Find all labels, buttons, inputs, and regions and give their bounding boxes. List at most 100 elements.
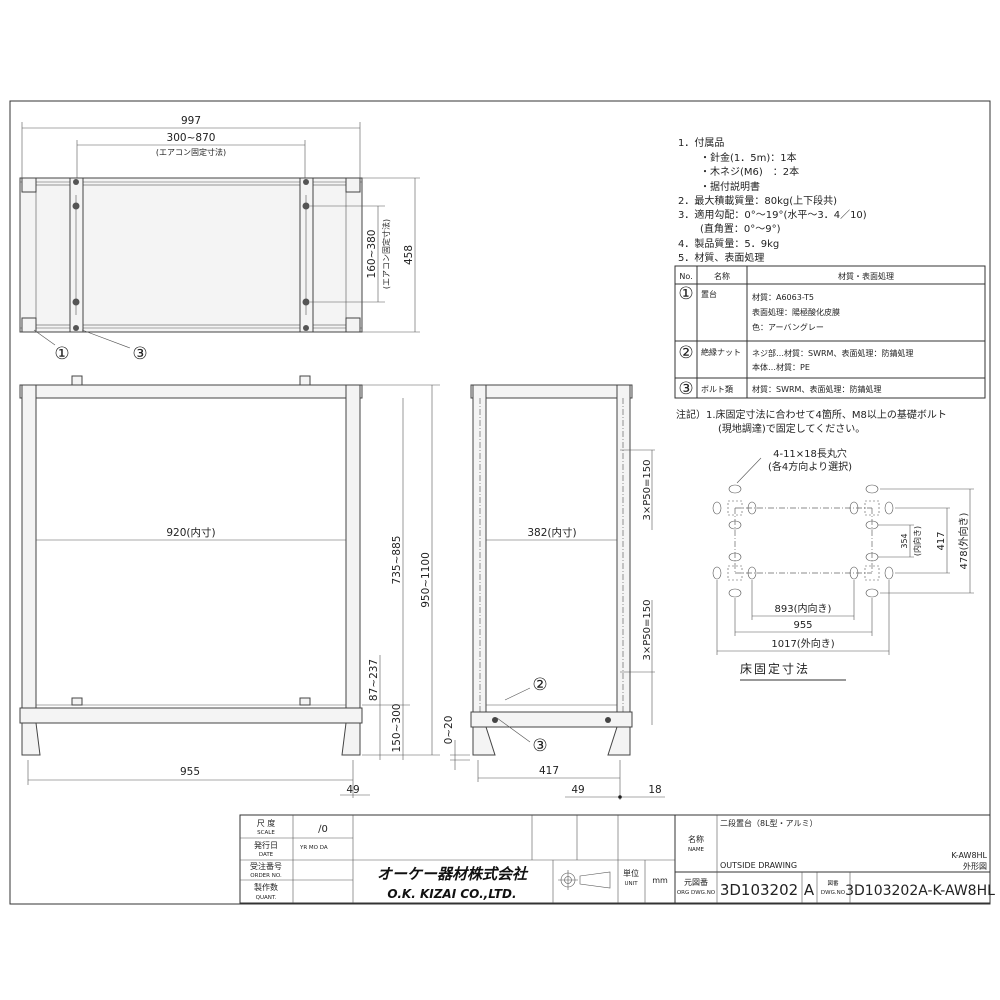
materials-table: No. 名称 材質・表面処理 ① 置台 材質：A6063-T5 表面処理：陽極酸…: [674, 265, 986, 399]
table-row: ① 置台 材質：A6063-T5 表面処理：陽極酸化皮膜 色：アーバングレー: [678, 284, 840, 332]
dim-955: 955: [180, 766, 200, 778]
dim-note: (エアコン固定寸法): [156, 147, 226, 157]
floor-plan: 4-11×18長丸穴 (各4方向より選択) 893(内向き) 955 1017(…: [712, 447, 974, 681]
dim-note: (エアコン固定寸法): [381, 219, 391, 289]
date-label-en: DATE: [259, 852, 274, 858]
title-block: 尺 度 SCALE ∕0 発行日 DATE YR MO DA 受注番号 ORDE…: [239, 814, 995, 904]
note-line: ・針金(1．5m)：1本: [700, 151, 797, 164]
unit-label: 単位: [623, 868, 639, 878]
corner-joint: [21, 317, 37, 333]
dim-417: 417: [936, 531, 947, 550]
callout-3: ③: [532, 736, 547, 756]
dim-49: 49: [346, 784, 359, 796]
dim-458: 458: [403, 245, 415, 265]
dim-87-237: 87~237: [368, 659, 380, 701]
model-no: K-AW8HL: [951, 851, 987, 860]
dwg-label-en: DWG.NO: [821, 890, 846, 896]
dim-354: 354: [900, 533, 909, 548]
side-view: 382(内寸) 3×P50=150 3×P50=150 0~20 417 49 …: [443, 384, 665, 800]
callout-2: ②: [532, 675, 547, 695]
product-name-jp: 二段置台（8L型・アルミ）: [720, 818, 817, 828]
notes: 1．付属品 ・針金(1．5m)：1本 ・木ネジ(M6) ：2本 ・据付説明書 2…: [678, 136, 867, 264]
date-label: 発行日: [254, 840, 278, 850]
dim-417: 417: [539, 765, 559, 777]
row-no: ③: [678, 379, 693, 399]
slot-label: 4-11×18長丸穴: [773, 447, 847, 460]
drawing-border: [9, 100, 991, 905]
remark-line: (現地調達)で固定してください。: [718, 422, 865, 435]
dim-pitch-upper: 3×P50=150: [642, 460, 653, 521]
quant-label: 製作数: [254, 882, 278, 892]
row-spec: 材質：A6063-T5: [752, 292, 814, 302]
name-label: 名称: [688, 834, 704, 844]
note-line: 4．製品質量：5．9kg: [678, 237, 779, 250]
scale-label: 尺 度: [257, 818, 276, 828]
product-name-en: OUTSIDE DRAWING: [720, 861, 797, 870]
revision: A: [804, 881, 815, 899]
dim-478: 478(外向き): [957, 512, 970, 569]
row-spec: 色：アーバングレー: [752, 322, 824, 332]
table-row: ③ ボルト類 材質：SWRM、表面処理：防錆処理: [678, 379, 881, 399]
dim-0-20: 0~20: [443, 716, 455, 745]
row-no: ②: [678, 343, 693, 363]
projection-symbol-icon: [558, 870, 611, 890]
note-line: 3．適用勾配：0°～19°(水平～3．4／10): [678, 208, 867, 221]
order-label-en: ORDER NO.: [250, 873, 282, 879]
name-label-en: NAME: [688, 847, 705, 853]
dim-300-870: 300~870: [167, 132, 216, 144]
table-header: 材質・表面処理: [838, 271, 894, 281]
orig-dwg-no: 3D103202: [720, 881, 798, 899]
row-spec: 本体…材質：PE: [752, 362, 810, 372]
drawing-type: 外形図: [963, 861, 987, 871]
table-header: 名称: [714, 271, 730, 281]
corner-joint: [21, 177, 37, 193]
dim-354-note: (内向き): [912, 526, 922, 556]
note-line: 1．付属品: [678, 136, 724, 149]
dim-893: 893(内向き): [775, 602, 832, 615]
floor-plan-title: 床固定寸法: [740, 661, 810, 676]
note-line: 2．最大積載質量：80kg(上下段共): [678, 194, 837, 207]
row-spec: 材質：SWRM、表面処理：防錆処理: [752, 384, 881, 394]
slot-note: (各4方向より選択): [768, 460, 852, 473]
corner-joint: [345, 317, 361, 333]
top-view: 997 300~870 (エアコン固定寸法) 458 160~380 (エアコン…: [19, 115, 420, 364]
dwg-no: 3D103202A-K-AW8HL: [845, 883, 995, 899]
table-row: ② 絶縁ナット ネジ部…材質：SWRM、表面処理：防錆処理 本体…材質：PE: [678, 343, 913, 372]
table-header: No.: [679, 272, 692, 281]
row-name: ボルト類: [701, 384, 733, 394]
quant-label-en: QUANT.: [256, 895, 277, 901]
dim-49: 49: [571, 784, 584, 796]
note-line: ・据付説明書: [700, 180, 760, 193]
note-line: (直角置：0°～9°): [700, 222, 781, 235]
dim-150-300: 150~300: [391, 704, 403, 753]
dim-382: 382(内寸): [527, 526, 576, 539]
row-name: 絶縁ナット: [701, 347, 741, 357]
dim-pitch-lower: 3×P50=150: [642, 600, 653, 661]
unit-label-en: UNIT: [624, 881, 638, 887]
dim-950-1100: 950~1100: [420, 552, 432, 608]
slot-holes: [712, 484, 894, 598]
order-label: 受注番号: [250, 861, 282, 871]
dim-1017: 1017(外向き): [771, 637, 834, 650]
row-name: 置台: [701, 289, 717, 299]
scale-value: ∕0: [318, 824, 328, 835]
note-line: ・木ネジ(M6) ：2本: [700, 165, 799, 178]
dim-735-885: 735~885: [391, 536, 403, 585]
row-spec: 表面処理：陽極酸化皮膜: [752, 307, 840, 317]
front-view: 920(内寸) 735~885 950~1100 87~237 150~300 …: [19, 375, 440, 798]
company-name-en: O.K. KIZAI CO.,LTD.: [387, 887, 516, 901]
dim-997: 997: [181, 115, 201, 127]
dim-955: 955: [793, 620, 812, 631]
callout-3: ③: [132, 344, 147, 364]
dim-920: 920(内寸): [166, 526, 215, 539]
row-no: ①: [678, 284, 693, 304]
corner-joint: [345, 177, 361, 193]
dim-18: 18: [648, 784, 661, 796]
scale-label-en: SCALE: [257, 830, 275, 836]
row-spec: ネジ部…材質：SWRM、表面処理：防錆処理: [752, 348, 913, 358]
orig-dwg-label-en: ORG DWG.NO: [677, 890, 716, 896]
company-name-jp: オーケー器材株式会社: [377, 865, 529, 883]
orig-dwg-label: 元図番: [684, 877, 708, 887]
callout-1: ①: [54, 344, 69, 364]
